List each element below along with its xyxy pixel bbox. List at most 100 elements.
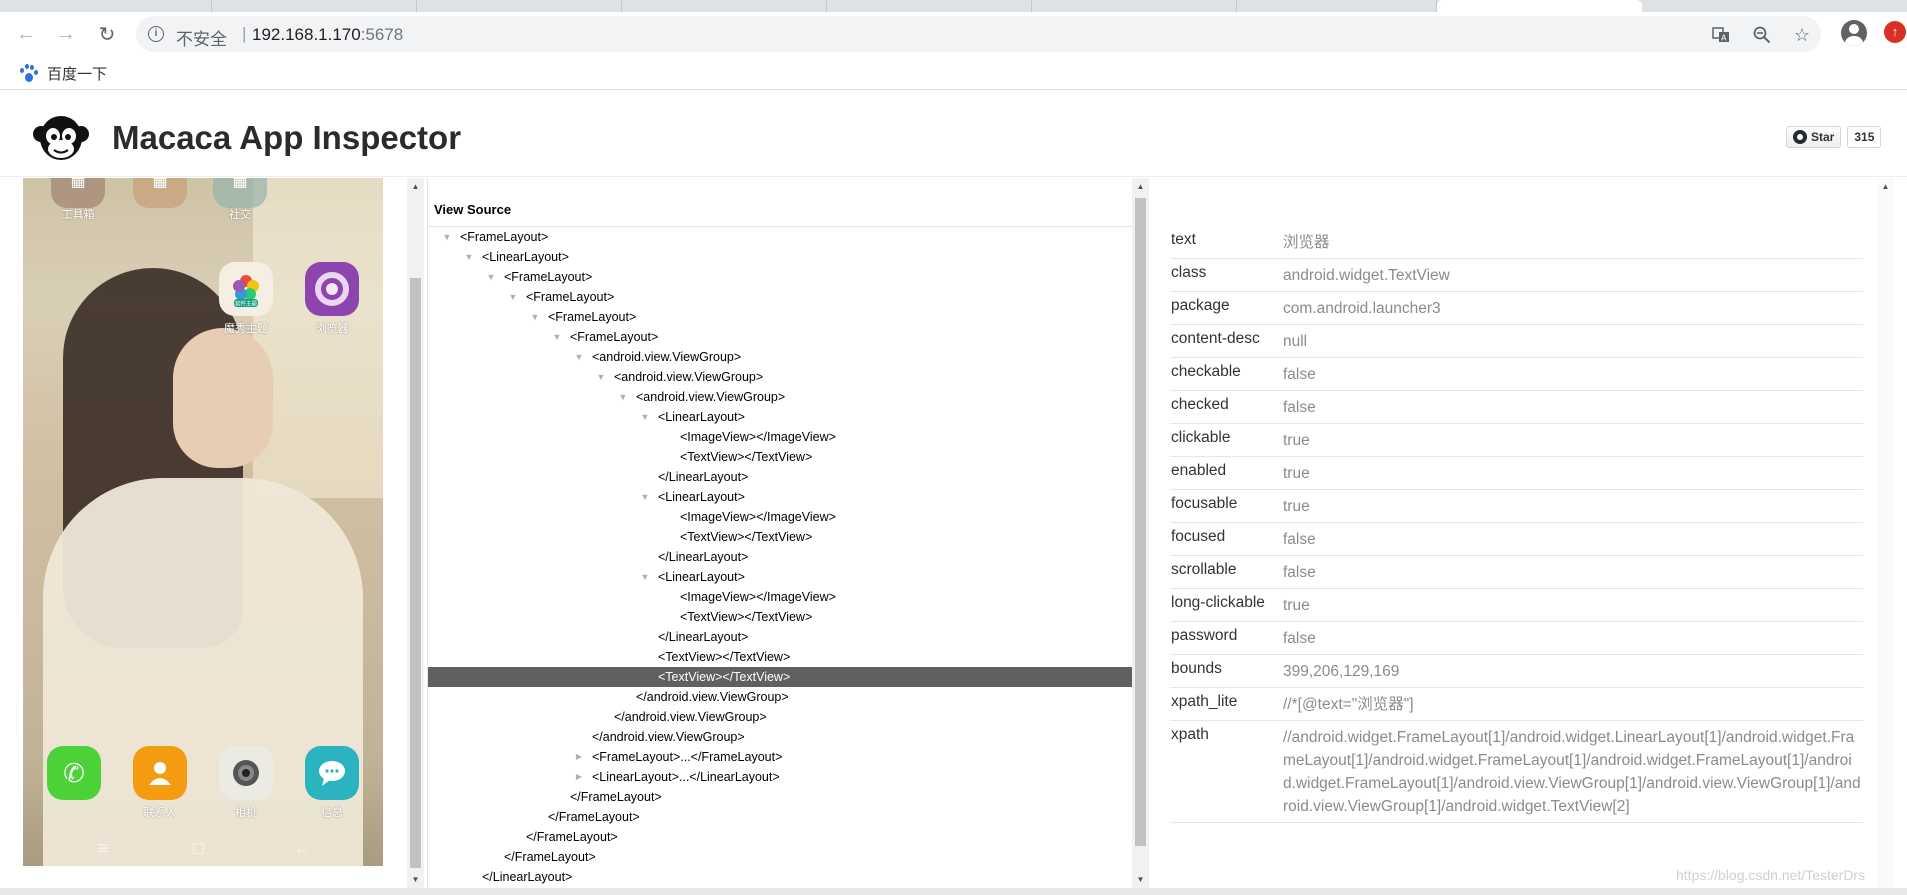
scroll-down-icon[interactable]: ▼ [1136,875,1145,884]
source-scrollbar[interactable]: ▲ ▼ [1132,178,1149,888]
camera-app-icon[interactable] [219,746,273,800]
github-star-button[interactable]: Star [1786,126,1842,148]
tree-node[interactable]: </LinearLayout> [428,467,1132,487]
translate-icon[interactable]: A [1711,25,1731,45]
browser-tab[interactable] [1032,0,1237,12]
tree-node[interactable]: ▼<android.view.ViewGroup> [428,387,1132,407]
tree-node[interactable]: </FrameLayout> [428,827,1132,847]
theme-app-icon[interactable]: 软件主题 [219,262,273,316]
collapse-triangle-icon[interactable]: ▼ [508,292,518,302]
divider [428,226,1132,227]
collapse-triangle-icon[interactable]: ▼ [486,272,496,282]
tree-node[interactable]: <ImageView></ImageView> [428,427,1132,447]
collapse-triangle-icon[interactable]: ▼ [596,372,606,382]
tree-node[interactable]: ▼ <LinearLayout> [428,567,1132,587]
tree-node[interactable]: ▼<LinearLayout> [428,407,1132,427]
contacts-app-icon[interactable] [133,746,187,800]
tree-node-selected[interactable]: <TextView></TextView> [428,667,1132,687]
back-nav-icon[interactable]: ← [293,838,311,858]
expand-triangle-icon[interactable]: ▶ [575,772,583,781]
star-icon[interactable]: ☆ [1793,24,1811,45]
collapse-triangle-icon[interactable]: ▼ [552,332,562,342]
browser-tab[interactable] [212,0,417,12]
browser-tab[interactable] [1237,0,1437,12]
tree-node[interactable]: ▼<FrameLayout> [428,307,1132,327]
tree-node[interactable]: </FrameLayout> [428,807,1132,827]
device-screenshot[interactable]: ▦ 工具箱 ▦ ▦ 社交 软件主题 魔秀主题 浏览器 ✆ 联系人 相机 信息 ≡… [23,178,383,866]
star-count[interactable]: 315 [1847,126,1882,148]
browser-app-icon[interactable] [305,262,359,316]
collapse-triangle-icon[interactable]: ▼ [640,412,650,422]
tree-node[interactable]: </android.view.ViewGroup> [428,727,1132,747]
social-folder-icon[interactable]: ▦ [213,178,267,208]
bookmark-baidu[interactable]: 百度一下 [18,63,107,84]
tree-node[interactable]: </FrameLayout> [428,787,1132,807]
tree-node[interactable]: ▼<android.view.ViewGroup> [428,347,1132,367]
attribute-key: bounds [1171,660,1222,677]
tree-node[interactable]: ▼<FrameLayout> [428,227,1132,247]
collapse-triangle-icon[interactable]: ▼ [640,572,650,582]
collapse-triangle-icon[interactable]: ▼ [640,492,650,502]
folder-icon[interactable]: ▦ [133,178,187,208]
tree-node[interactable]: ▼<LinearLayout> [428,247,1132,267]
tree-node[interactable]: ▶<LinearLayout>...</LinearLayout> [428,767,1132,787]
attribute-value: false [1283,630,1316,647]
tree-node[interactable]: </LinearLayout> [428,627,1132,647]
tree-node[interactable]: </LinearLayout> [428,547,1132,567]
tree-node[interactable]: </android.view.ViewGroup> [428,707,1132,727]
browser-tab[interactable] [0,0,212,12]
tree-node[interactable]: </FrameLayout> [428,847,1132,867]
tree-node[interactable]: ▼<FrameLayout> [428,327,1132,347]
attribute-row-password: password false [1171,622,1863,655]
scroll-thumb[interactable] [1135,198,1146,846]
reload-icon[interactable]: ↻ [98,23,116,46]
attribute-key: password [1171,627,1238,644]
scroll-thumb[interactable] [410,278,421,868]
scroll-up-icon[interactable]: ▲ [1136,182,1145,191]
zoom-out-icon[interactable] [1752,25,1772,45]
tree-node[interactable]: ▼<FrameLayout> [428,267,1132,287]
forward-icon[interactable]: → [56,22,76,45]
tree-node[interactable]: <TextView></TextView> [428,447,1132,467]
tree-node-label: </LinearLayout> [658,630,749,644]
home-nav-icon[interactable]: □ [193,838,204,858]
tree-node[interactable]: </LinearLayout> [428,867,1132,887]
info-icon[interactable]: i [148,26,164,42]
scroll-up-icon[interactable]: ▲ [411,182,420,191]
folder-icon[interactable]: ▦ [51,178,105,208]
phone-app-icon[interactable]: ✆ [47,746,101,800]
extension-icon[interactable]: ↑ [1884,21,1906,43]
collapse-triangle-icon[interactable]: ▼ [464,252,474,262]
collapse-triangle-icon[interactable]: ▼ [618,392,628,402]
browser-tab[interactable] [622,0,827,12]
collapse-triangle-icon[interactable]: ▼ [530,312,540,322]
expand-triangle-icon[interactable]: ▶ [575,752,583,761]
scroll-down-icon[interactable]: ▼ [411,875,420,884]
messages-app-icon[interactable] [305,746,359,800]
address-bar[interactable]: i 不安全 | 192.168.1.170:5678 A ☆ [136,16,1821,52]
tree-node[interactable]: <ImageView></ImageView> [428,507,1132,527]
browser-tab[interactable] [417,0,622,12]
tree-node[interactable]: <TextView></TextView> [428,647,1132,667]
tree-node[interactable]: ▼<android.view.ViewGroup> [428,367,1132,387]
browser-tab[interactable] [827,0,1032,12]
profile-icon[interactable] [1841,20,1867,46]
tree-node[interactable]: <TextView></TextView> [428,607,1132,627]
tree-node[interactable]: ▼<LinearLayout> [428,487,1132,507]
tree-node[interactable]: <ImageView></ImageView> [428,587,1132,607]
tree-node[interactable]: <TextView></TextView> [428,527,1132,547]
browser-tab-active[interactable] [1437,0,1642,12]
tree-node[interactable]: </android.view.ViewGroup> [428,687,1132,707]
tree-node-label: <LinearLayout> [658,570,745,584]
tree-node[interactable]: ▶<FrameLayout>...</FrameLayout> [428,747,1132,767]
scroll-up-icon[interactable]: ▲ [1881,182,1890,191]
collapse-triangle-icon[interactable]: ▼ [442,232,452,242]
back-icon[interactable]: ← [16,22,36,45]
attributes-scrollbar[interactable]: ▲ [1877,178,1894,888]
screenshot-scrollbar[interactable]: ▲ ▼ [407,178,424,888]
menu-nav-icon[interactable]: ≡ [98,838,109,858]
tree-node[interactable]: ▼<FrameLayout> [428,287,1132,307]
collapse-triangle-icon[interactable]: ▼ [574,352,584,362]
monkey-logo-icon [33,116,89,160]
url-text[interactable]: 192.168.1.170:5678 [252,25,403,45]
